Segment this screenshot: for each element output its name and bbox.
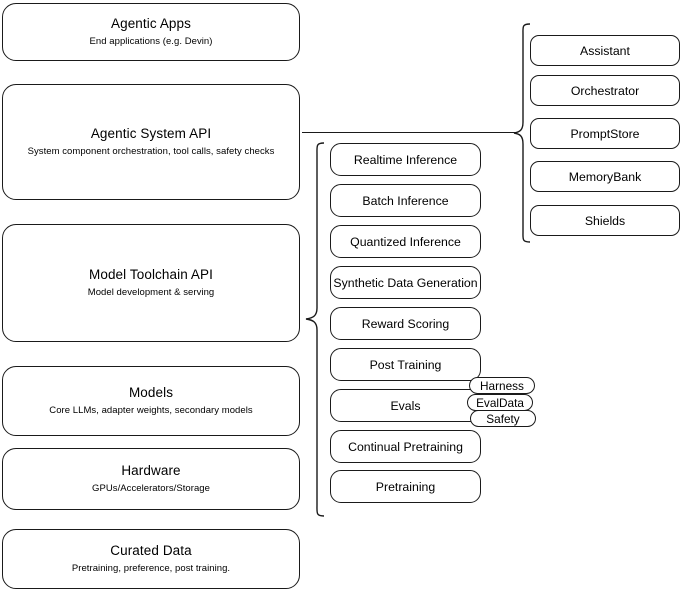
system-box-memorybank[interactable]: MemoryBank bbox=[530, 161, 680, 192]
toolchain-label: Continual Pretraining bbox=[348, 439, 463, 454]
system-label: MemoryBank bbox=[568, 169, 642, 184]
connector-system-api-to-components bbox=[302, 132, 517, 134]
layer-title: Agentic System API bbox=[90, 126, 212, 141]
toolchain-box-evals[interactable]: Evals bbox=[330, 389, 481, 422]
eval-badge-label: Harness bbox=[480, 378, 524, 393]
layer-subtitle: Model development & serving bbox=[87, 287, 215, 298]
stack-layer-agentic-system-api[interactable]: Agentic System API System component orch… bbox=[2, 84, 300, 200]
toolchain-box-continual-pretraining[interactable]: Continual Pretraining bbox=[330, 430, 481, 463]
system-box-orchestrator[interactable]: Orchestrator bbox=[530, 75, 680, 106]
toolchain-label: Realtime Inference bbox=[353, 152, 458, 167]
toolchain-label: Reward Scoring bbox=[361, 316, 450, 331]
toolchain-label: Batch Inference bbox=[362, 193, 449, 208]
toolchain-label: Quantized Inference bbox=[350, 234, 461, 249]
stack-layer-curated-data[interactable]: Curated Data Pretraining, preference, po… bbox=[2, 529, 300, 589]
toolchain-label: Post Training bbox=[369, 357, 442, 372]
toolchain-box-quantized-inference[interactable]: Quantized Inference bbox=[330, 225, 481, 258]
eval-badge-harness[interactable]: Harness bbox=[469, 377, 535, 394]
toolchain-label: Pretraining bbox=[375, 479, 436, 494]
brace-toolchain-components bbox=[305, 142, 325, 517]
stack-layer-model-toolchain-api[interactable]: Model Toolchain API Model development & … bbox=[2, 224, 300, 342]
layer-title: Hardware bbox=[121, 463, 181, 478]
toolchain-box-reward-scoring[interactable]: Reward Scoring bbox=[330, 307, 481, 340]
toolchain-box-batch-inference[interactable]: Batch Inference bbox=[330, 184, 481, 217]
layer-title: Agentic Apps bbox=[110, 16, 191, 31]
stack-layer-hardware[interactable]: Hardware GPUs/Accelerators/Storage bbox=[2, 448, 300, 510]
eval-badge-evaldata[interactable]: EvalData bbox=[467, 394, 533, 411]
layer-title: Model Toolchain API bbox=[89, 267, 213, 282]
stack-layer-agentic-apps[interactable]: Agentic Apps End applications (e.g. Devi… bbox=[2, 3, 300, 61]
toolchain-box-pretraining[interactable]: Pretraining bbox=[330, 470, 481, 503]
toolchain-box-post-training[interactable]: Post Training bbox=[330, 348, 481, 381]
layer-subtitle: System component orchestration, tool cal… bbox=[27, 146, 275, 157]
system-box-shields[interactable]: Shields bbox=[530, 205, 680, 236]
toolchain-label: Evals bbox=[390, 398, 421, 413]
layer-subtitle: GPUs/Accelerators/Storage bbox=[92, 483, 210, 494]
layer-subtitle: Core LLMs, adapter weights, secondary mo… bbox=[49, 405, 253, 416]
eval-badge-safety[interactable]: Safety bbox=[470, 410, 536, 427]
brace-system-components bbox=[513, 23, 531, 243]
stack-layer-models[interactable]: Models Core LLMs, adapter weights, secon… bbox=[2, 366, 300, 436]
layer-title: Models bbox=[128, 385, 174, 400]
layer-title: Curated Data bbox=[110, 543, 192, 558]
system-box-assistant[interactable]: Assistant bbox=[530, 35, 680, 66]
layer-subtitle: Pretraining, preference, post training. bbox=[71, 563, 231, 574]
system-label: Shields bbox=[584, 213, 626, 228]
toolchain-box-realtime-inference[interactable]: Realtime Inference bbox=[330, 143, 481, 176]
layer-subtitle: End applications (e.g. Devin) bbox=[89, 36, 213, 47]
system-label: PromptStore bbox=[570, 126, 640, 141]
toolchain-box-synthetic-data-generation[interactable]: Synthetic Data Generation bbox=[330, 266, 481, 299]
system-box-promptstore[interactable]: PromptStore bbox=[530, 118, 680, 149]
toolchain-label: Synthetic Data Generation bbox=[333, 275, 478, 290]
system-label: Assistant bbox=[580, 43, 630, 58]
eval-badge-label: EvalData bbox=[476, 395, 524, 410]
system-label: Orchestrator bbox=[570, 83, 640, 98]
eval-badge-label: Safety bbox=[486, 411, 520, 426]
